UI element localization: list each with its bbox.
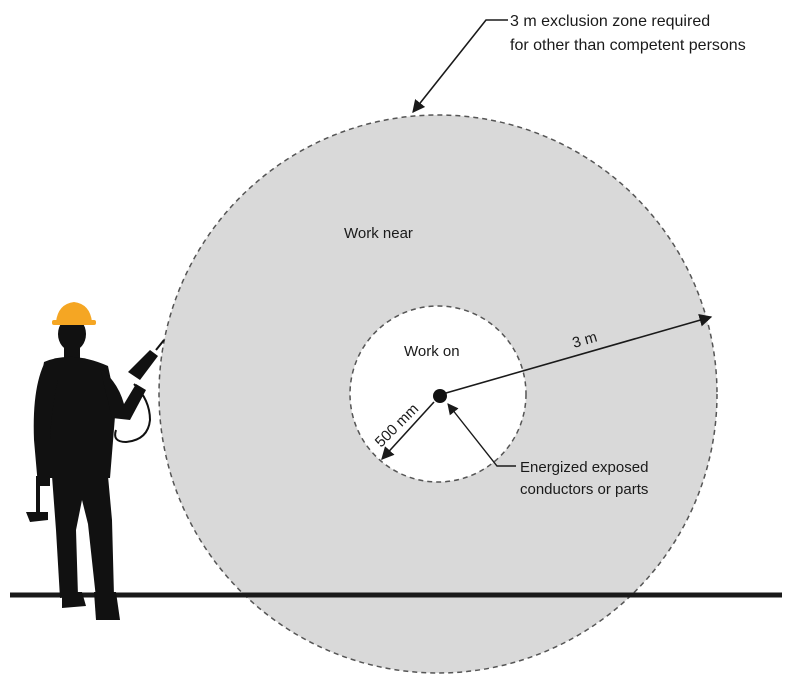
energized-source-dot [433, 389, 447, 403]
outer-radius-arrow [445, 314, 713, 394]
callout-pointer-line [412, 19, 508, 114]
hard-hat-icon [52, 302, 96, 325]
inner-radius-arrow [381, 401, 435, 460]
work-near-label: Work near [344, 225, 413, 242]
source-label-line1: Energized exposed [520, 459, 648, 476]
hammer-icon [26, 476, 48, 522]
source-pointer-line [447, 403, 516, 467]
source-label-line2: conductors or parts [520, 481, 648, 498]
work-on-label: Work on [404, 343, 460, 360]
power-drill-icon [114, 339, 165, 444]
callout-label-line2: for other than competent persons [510, 37, 746, 54]
callout-label-line1: 3 m exclusion zone required [510, 13, 710, 30]
worker-silhouette-icon [33, 317, 146, 620]
outer-radius-label: 3 m [570, 329, 599, 352]
